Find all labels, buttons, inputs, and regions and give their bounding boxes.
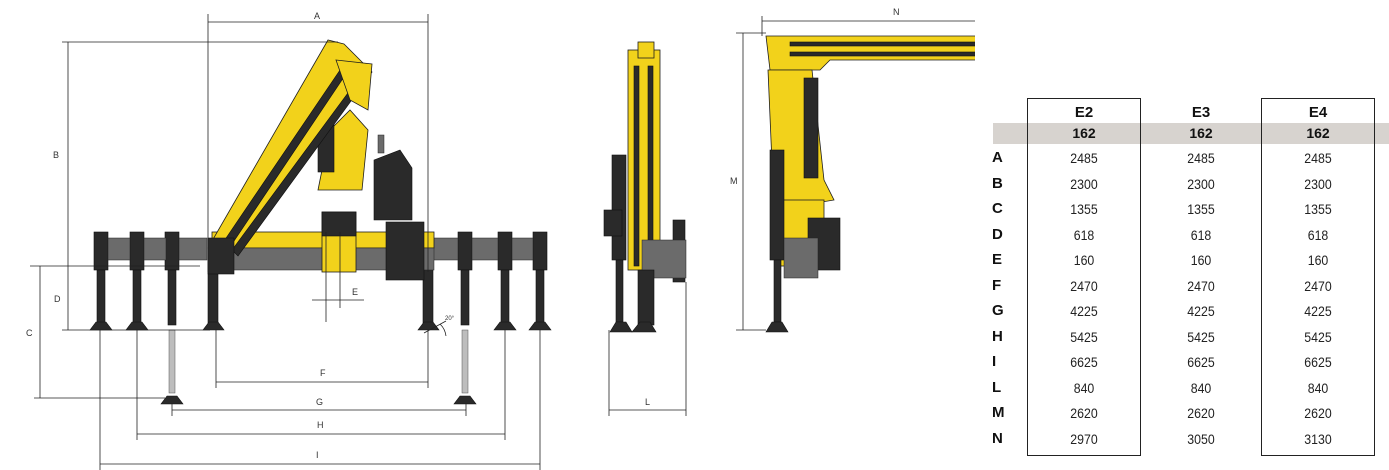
dim-label-c: C [26, 328, 33, 338]
side-view-dimensions: L [608, 282, 687, 416]
dim-label-g: G [316, 397, 323, 407]
model-number-band [993, 123, 1389, 144]
outrigger-left [89, 231, 225, 405]
table-cell: 3050 [1187, 430, 1215, 447]
dim-label-n: N [893, 7, 900, 17]
table-cell: 3130 [1304, 430, 1332, 447]
table-cell: 2620 [1187, 405, 1215, 421]
model-number-e2: 162 [1072, 125, 1096, 141]
table-cell: 160 [1190, 252, 1212, 268]
dim-label-d: D [54, 294, 61, 304]
dim-label-i: I [316, 450, 319, 460]
row-label: D [992, 225, 1003, 243]
table-cell: 1355 [1070, 201, 1098, 217]
row-label: C [992, 200, 1003, 217]
dim-label-l: L [645, 397, 650, 407]
dim-label-a: A [314, 11, 320, 21]
table-cell: 6625 [1070, 354, 1098, 370]
table-cell: 2485 [1304, 150, 1332, 166]
row-label: L [992, 378, 1002, 396]
table-cell: 1355 [1187, 201, 1215, 217]
column-header-e2: E2 [1074, 104, 1094, 121]
table-cell: 2470 [1187, 277, 1215, 294]
table-cell: 840 [1073, 379, 1095, 396]
row-label: G [992, 302, 1004, 319]
table-cell: 6625 [1304, 354, 1332, 370]
table-cell: 840 [1190, 379, 1212, 396]
table-cell: 840 [1307, 379, 1329, 396]
table-cell: 6625 [1187, 354, 1215, 370]
folded-view-drawing [765, 35, 975, 333]
table-cell: 2300 [1304, 175, 1332, 192]
row-label: M [992, 404, 1005, 421]
row-label: B [992, 174, 1003, 192]
crane-technical-drawings: A B C D E F G H I 20° [26, 7, 975, 470]
dim-label-f: F [320, 368, 326, 378]
table-cell: 2485 [1070, 150, 1098, 166]
table-cell: 2485 [1187, 150, 1215, 166]
angle-label: 20° [445, 316, 455, 322]
dim-label-e: E [352, 287, 358, 297]
table-cell: 2970 [1070, 430, 1098, 447]
column-header-e4: E4 [1308, 104, 1328, 121]
front-view-dimensions: A B C D E F G H I 20° [26, 11, 541, 470]
table-cell: 2470 [1304, 277, 1332, 294]
column-box-e2 [1027, 98, 1141, 456]
column-header-e3: E3 [1191, 104, 1211, 121]
table-cell: 618 [1307, 226, 1329, 243]
dim-label-b: B [53, 150, 59, 160]
row-label: E [992, 251, 1003, 268]
table-cell: 160 [1073, 252, 1095, 268]
table-cell: 2470 [1070, 277, 1098, 294]
table-cell: 2620 [1070, 405, 1098, 421]
column-box-e4 [1261, 98, 1375, 456]
row-label: H [992, 327, 1003, 345]
folded-view-dimensions: N M [730, 7, 975, 331]
table-cell: 4225 [1187, 303, 1215, 319]
table-cell: 4225 [1070, 303, 1098, 319]
row-label: I [992, 353, 997, 370]
table-cell: 5425 [1304, 328, 1332, 345]
table-cell: 5425 [1070, 328, 1098, 345]
dim-label-m: M [730, 176, 738, 186]
row-label: N [992, 429, 1003, 447]
table-cell: 2300 [1187, 175, 1215, 192]
table-cell: 2300 [1070, 175, 1098, 192]
row-label: F [992, 276, 1002, 294]
table-cell: 5425 [1187, 328, 1215, 345]
table-cell: 160 [1307, 252, 1329, 268]
outrigger-right [417, 231, 552, 405]
table-cell: 618 [1073, 226, 1095, 243]
table-cell: 1355 [1304, 201, 1332, 217]
model-number-e4: 162 [1306, 125, 1330, 141]
table-cell: 2620 [1304, 405, 1332, 421]
dim-label-h: H [317, 420, 324, 430]
side-view-drawing [603, 41, 687, 333]
row-label: A [992, 149, 1003, 166]
table-cell: 618 [1190, 226, 1212, 243]
front-view-drawing [89, 39, 552, 405]
model-number-e3: 162 [1189, 125, 1213, 141]
table-cell: 4225 [1304, 303, 1332, 319]
